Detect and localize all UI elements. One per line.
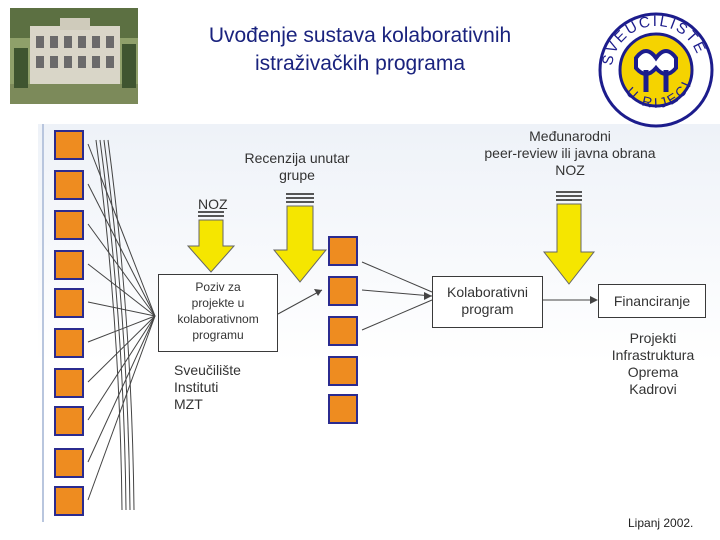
input-square: [54, 486, 84, 516]
input-square: [54, 250, 84, 280]
box-poziv-za-projekte: Poziv za projekte u kolaborativnom progr…: [158, 274, 278, 352]
label-resources: Projekti Infrastruktura Oprema Kadrovi: [611, 330, 695, 397]
footer-date: Lipanj 2002.: [628, 516, 694, 530]
input-square: [54, 170, 84, 200]
university-building-photo: [10, 8, 138, 104]
box-kolaborativni-program: Kolaborativni program: [432, 276, 543, 328]
label-recenzija: Recenzija unutar grupe: [244, 150, 350, 183]
program-square: [328, 394, 358, 424]
input-square: [54, 328, 84, 358]
title-line-2: istraživačkih programa: [254, 52, 466, 75]
program-square: [328, 236, 358, 266]
input-square: [54, 288, 84, 318]
program-square: [328, 276, 358, 306]
label-medjunarodni: Međunarodni peer-review ili javna obrana…: [484, 128, 656, 178]
input-square: [54, 406, 84, 436]
input-square: [54, 130, 84, 160]
slide-title: Uvođenje sustava kolaborativnih istraživ…: [150, 22, 570, 78]
input-square: [54, 448, 84, 478]
input-square: [54, 210, 84, 240]
title-line-1: Uvođenje sustava kolaborativnih: [208, 24, 512, 47]
label-noz: NOZ: [198, 196, 228, 212]
program-square: [328, 356, 358, 386]
box-financiranje: Financiranje: [598, 284, 706, 318]
left-accent-line: [42, 124, 44, 522]
label-institutions: Sveučilište Instituti MZT: [174, 362, 241, 412]
program-square: [328, 316, 358, 346]
input-square: [54, 368, 84, 398]
university-seal-logo: SVEUČILIŠTE U RIJECI: [596, 10, 716, 130]
